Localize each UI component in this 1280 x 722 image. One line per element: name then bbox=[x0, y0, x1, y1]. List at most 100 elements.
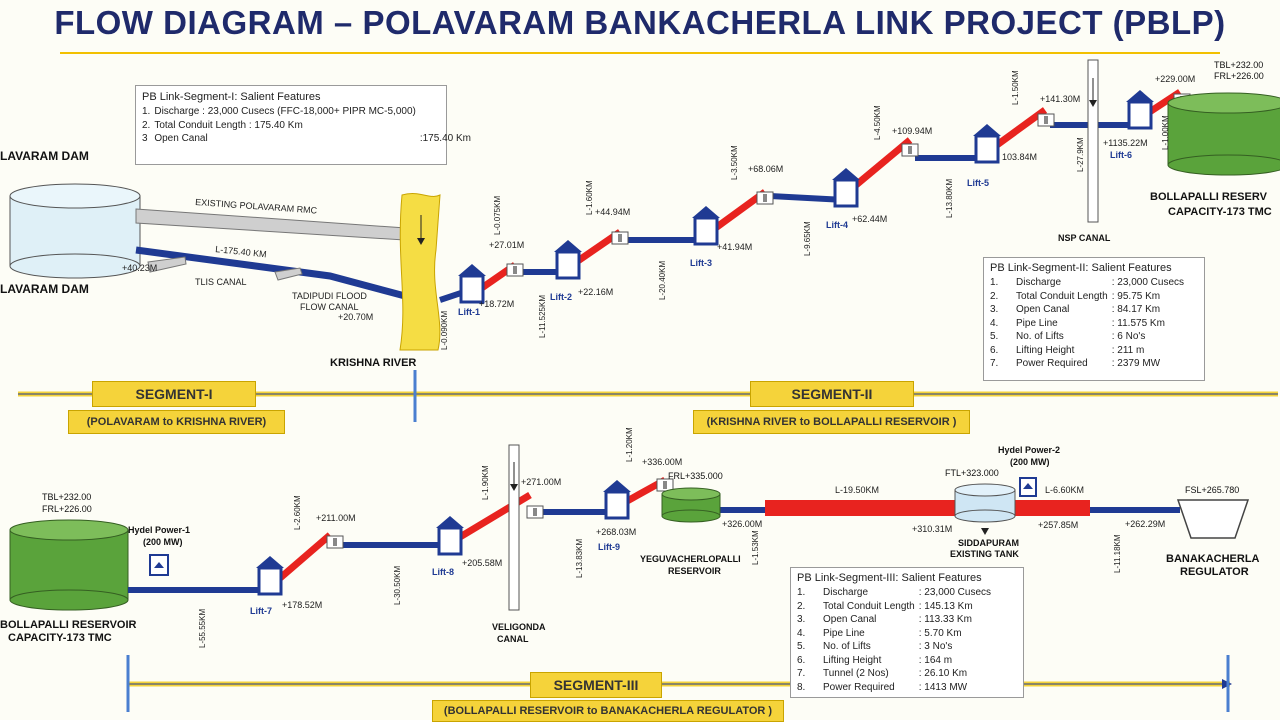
row-label: Power Required bbox=[823, 681, 895, 693]
valve-2-icon bbox=[611, 231, 629, 245]
segment2-features-box: PB Link-Segment-II: Salient Features 1. D… bbox=[983, 257, 1205, 381]
siddapuram-arrow bbox=[981, 528, 989, 535]
len-l1383: L-13.83KM bbox=[575, 539, 584, 578]
len-l2040: L-20.40KM bbox=[658, 261, 667, 300]
pipe-l1950 bbox=[765, 500, 955, 516]
row-number: 3. bbox=[797, 614, 806, 625]
lift-7-label: Lift-7 bbox=[250, 606, 272, 616]
table-row: 1.Discharge: 23,000 Cusecs bbox=[990, 276, 1188, 290]
segment1-length: L-175.40 KM bbox=[215, 244, 267, 259]
veligonda-canal bbox=[508, 444, 520, 611]
segment-2-sub: (KRISHNA RIVER to BOLLAPALLI RESERVOIR ) bbox=[693, 410, 970, 434]
lift-8-icon bbox=[434, 514, 466, 556]
row-number: 5. bbox=[990, 331, 999, 342]
river-flow-arrowhead bbox=[417, 238, 425, 245]
row-label: Discharge : 23,000 Cusecs (FFC-18,000+ P… bbox=[154, 106, 416, 117]
row-number: 8. bbox=[797, 681, 806, 693]
ftl323-label: FTL+323.000 bbox=[945, 468, 999, 478]
lift-2-icon bbox=[552, 238, 584, 280]
len-l5555: L-55.55KM bbox=[198, 609, 207, 648]
dam-level: +40.23M bbox=[122, 263, 157, 273]
lift8-in-level: +205.58M bbox=[462, 558, 502, 568]
veligonda-label-1: VELIGONDA bbox=[492, 622, 546, 632]
page-title: FLOW DIAGRAM – POLAVARAM BANKACHERLA LIN… bbox=[54, 4, 1226, 41]
row-label: Power Required bbox=[1016, 358, 1088, 369]
row-number: 3. bbox=[990, 304, 999, 315]
row-label: Pipe Line bbox=[1016, 317, 1058, 329]
segment-3-label: SEGMENT-III bbox=[530, 672, 662, 698]
lift5-out-level: +141.30M bbox=[1040, 94, 1080, 104]
segment-3-sub: (BOLLAPALLI RESERVOIR to BANAKACHERLA RE… bbox=[432, 700, 784, 722]
table-row: 3. Open Canal : 113.33 Km bbox=[797, 613, 995, 627]
pipe-l660 bbox=[1015, 500, 1090, 516]
segment-1-sub: (POLAVARAM to KRISHNA RIVER) bbox=[68, 410, 285, 434]
tadipudi-level: +20.70M bbox=[338, 312, 373, 322]
lift-4-label: Lift-4 bbox=[826, 220, 848, 230]
lift-3-label: Lift-3 bbox=[690, 258, 712, 268]
valve-8-icon bbox=[526, 505, 544, 519]
segment3-features-title: PB Link-Segment-III: Salient Features bbox=[797, 572, 982, 584]
segment2-features-title: PB Link-Segment-II: Salient Features bbox=[990, 262, 1172, 274]
lift3-in-level: +41.94M bbox=[717, 242, 752, 252]
lift9-out-level: +336.00M bbox=[642, 457, 682, 467]
lift1-out-level: +27.01M bbox=[489, 240, 524, 250]
nsp-canal bbox=[1087, 59, 1099, 223]
dam-label-bottom: LAVARAM DAM bbox=[0, 282, 89, 296]
row-number: 1. bbox=[990, 277, 999, 288]
table-row: 3.Open Canal: 84.17 Km bbox=[990, 303, 1188, 317]
level-326: +326.00M bbox=[722, 519, 762, 529]
yegu-label-1: YEGUVACHERLOPALLI bbox=[640, 554, 741, 564]
row-label: Open Canal bbox=[823, 614, 877, 625]
rising-main-3 bbox=[707, 189, 768, 235]
row-label: Tunnel (2 Nos) bbox=[823, 668, 889, 679]
table-row: 2.Total Conduit Length : 175.40 Km bbox=[142, 119, 475, 133]
lift-6-label: Lift-6 bbox=[1110, 150, 1132, 160]
len-l100: L-1.00KM bbox=[1161, 115, 1170, 150]
tlis-canal bbox=[147, 256, 187, 273]
lift5-in-level: 103.84M bbox=[1002, 152, 1037, 162]
row-value: : 113.33 Km bbox=[918, 614, 972, 625]
len-l260: L-2.60KM bbox=[293, 495, 302, 530]
row-value: : 11.575 Km bbox=[1111, 317, 1165, 329]
row-number: 2. bbox=[990, 290, 999, 302]
banakacherla-label-2: REGULATOR bbox=[1180, 566, 1249, 578]
segment1-features-box: PB Link-Segment-I: Salient Features 1.Di… bbox=[135, 85, 471, 165]
table-row: 1.Discharge : 23,000 Cusecs (FFC-18,000+… bbox=[142, 105, 475, 119]
row-label: Open Canal bbox=[154, 133, 208, 144]
lift-9-label: Lift-9 bbox=[598, 542, 620, 552]
lift-5-icon bbox=[971, 122, 1003, 164]
krishna-label: KRISHNA RIVER bbox=[330, 357, 416, 369]
bollapalli-bottom-label-2: CAPACITY-173 TMC bbox=[8, 632, 112, 644]
table-row: 6.Lifting Height: 211 m bbox=[990, 344, 1188, 358]
lift6-in-level: +1135.22M bbox=[1103, 138, 1148, 148]
hydel1-roof-icon bbox=[154, 562, 164, 568]
lift3-out-level: +68.06M bbox=[748, 164, 783, 174]
len-l150: L-1.50KM bbox=[1011, 70, 1020, 105]
row-label: No. of Lifts bbox=[1016, 331, 1064, 342]
hydel1-label: Hydel Power-1 bbox=[128, 525, 190, 535]
row-number: 4. bbox=[990, 317, 999, 329]
valve-7-icon bbox=[326, 535, 344, 549]
segment-2-label: SEGMENT-II bbox=[750, 381, 914, 407]
len-l0090: L-0.090KM bbox=[440, 311, 449, 350]
conduit-l965 bbox=[769, 193, 846, 203]
rmc-label: EXISTING POLAVARAM RMC bbox=[195, 197, 318, 216]
row-label: Discharge bbox=[1016, 277, 1062, 288]
tlis-label: TLIS CANAL bbox=[195, 277, 247, 287]
table-row: 8.Power Required: 1413 MW bbox=[797, 681, 995, 695]
row-label: Lifting Height bbox=[823, 654, 882, 666]
table-row: 2.Total Conduit Length: 95.75 Km bbox=[990, 290, 1188, 304]
segment2-features-table: 1.Discharge: 23,000 Cusecs 2.Total Condu… bbox=[990, 276, 1188, 371]
bottom-frl: FRL+226.00 bbox=[42, 504, 92, 514]
veligonda-flow-arrowhead bbox=[510, 484, 518, 491]
valve-5-icon bbox=[1037, 113, 1055, 127]
row-value: : 145.13 Km bbox=[918, 600, 973, 612]
lift-3-icon bbox=[690, 204, 722, 246]
hydel2-capacity: (200 MW) bbox=[1010, 457, 1050, 467]
bollapalli-reservoir-top bbox=[1167, 92, 1280, 176]
lift7-in-level: +178.52M bbox=[282, 600, 322, 610]
lift-7-icon bbox=[254, 554, 286, 596]
lift1-in-level: +18.72M bbox=[479, 299, 514, 309]
l1950-label: L-19.50KM bbox=[835, 485, 879, 495]
tadipudi-canal bbox=[274, 267, 303, 281]
